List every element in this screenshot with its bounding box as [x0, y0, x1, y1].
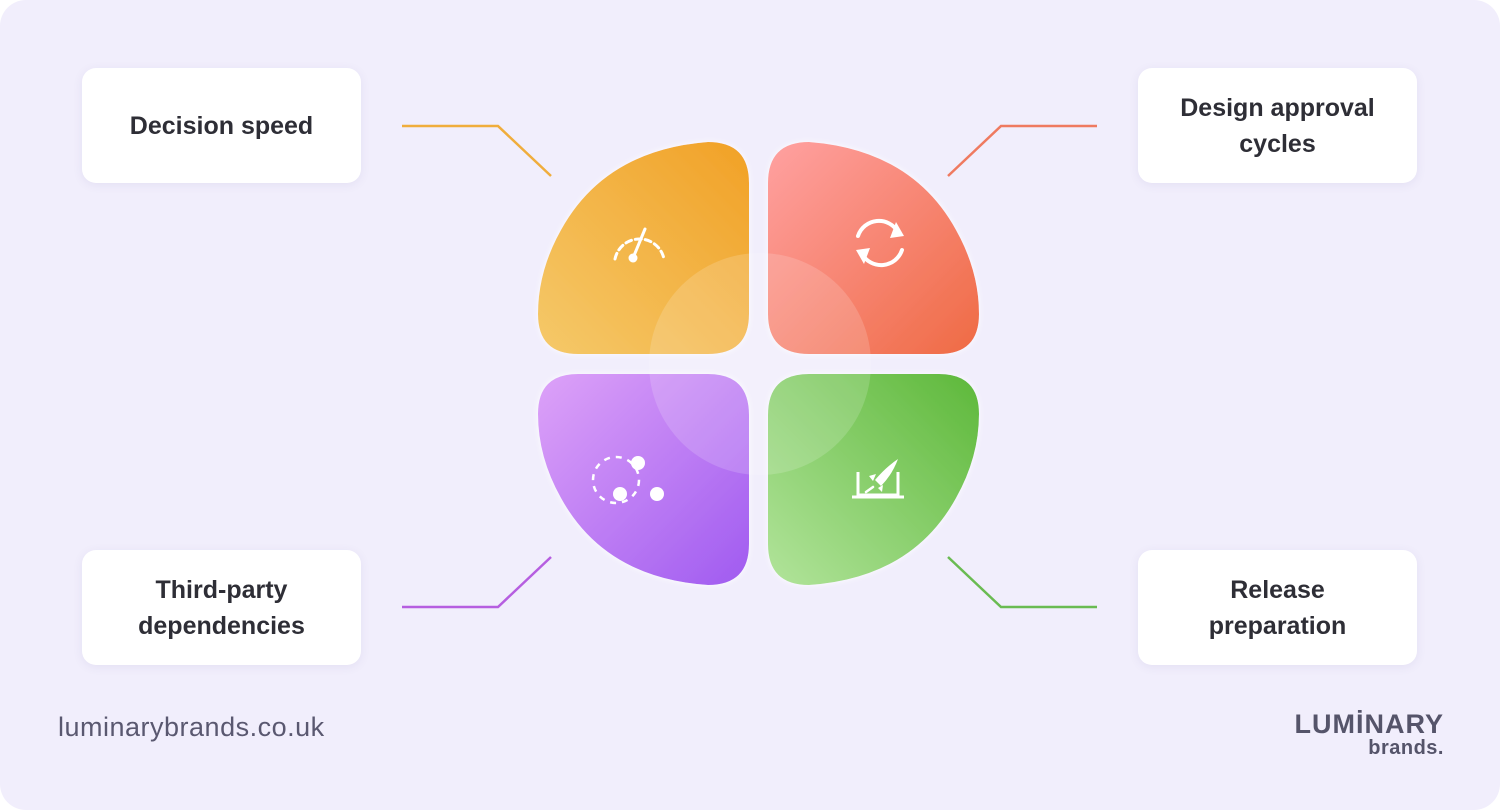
card-design-approval-label: Design approval cycles — [1180, 93, 1375, 158]
card-design-approval: Design approval cycles — [1138, 68, 1417, 183]
luminary-brands-logo: LUMİNARY brands. — [1295, 710, 1445, 758]
connector-top-left — [402, 124, 552, 177]
petal-design-approval — [768, 142, 979, 354]
card-release: Release preparation — [1138, 550, 1417, 665]
footer-url: luminarybrands.co.uk — [58, 712, 325, 742]
speedometer-icon — [613, 227, 666, 263]
card-decision-speed: Decision speed — [82, 68, 361, 183]
card-release-label: Release preparation — [1208, 575, 1347, 640]
card-third-party-label: Third-party dependencies — [138, 575, 305, 640]
refresh-cycle-icon — [856, 218, 904, 268]
card-decision-speed-label: Decision speed — [129, 111, 314, 140]
connector-top-right — [947, 124, 1097, 177]
logo-subtext: brands. — [1368, 737, 1444, 759]
connector-bottom-right — [947, 556, 1097, 609]
petal-third-party — [538, 374, 749, 585]
connector-bottom-left — [402, 556, 552, 609]
petal-decision-speed — [538, 142, 749, 354]
rocket-laptop-icon — [852, 459, 904, 499]
logo-wordmark: LUMİNARY — [1294, 709, 1444, 739]
center-overlay-circle — [649, 253, 871, 475]
network-nodes-icon — [591, 455, 664, 505]
card-third-party: Third-party dependencies — [82, 550, 361, 665]
